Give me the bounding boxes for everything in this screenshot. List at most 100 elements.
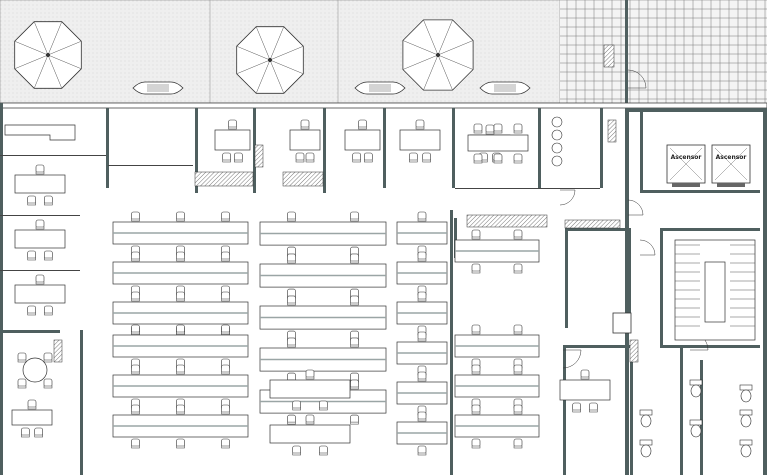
chair (513, 229, 523, 240)
planter (466, 214, 548, 228)
column (254, 144, 264, 168)
chair (287, 211, 296, 222)
chair (513, 404, 523, 415)
umbrella-pole (46, 53, 50, 57)
chair-back (292, 407, 301, 411)
door-swing (627, 199, 644, 216)
elevator-1[interactable]: Ascensor (666, 144, 706, 187)
chair-back (27, 202, 36, 206)
bench (479, 81, 531, 95)
umbrella (236, 26, 304, 94)
chair (131, 438, 140, 449)
chair-back (131, 331, 140, 335)
elevator-2[interactable]: Ascensor (711, 144, 751, 187)
toilet-tank (739, 409, 753, 416)
wall (80, 330, 83, 475)
partition (0, 155, 106, 156)
chair-back (493, 160, 503, 164)
wall (640, 190, 760, 193)
umbrella-rib (437, 19, 453, 56)
chair-back (131, 298, 140, 302)
chair-back (350, 302, 359, 306)
chair-back (176, 445, 185, 449)
umbrella-rib (423, 54, 439, 91)
desk (14, 174, 66, 194)
chair (572, 402, 581, 413)
chair-back (27, 257, 36, 261)
office-desk (269, 414, 351, 456)
chair-back (572, 409, 581, 413)
wall (565, 228, 568, 328)
umbrella-rib (14, 54, 49, 70)
chair-back (422, 159, 431, 163)
office-desk (14, 219, 66, 261)
chair (228, 119, 237, 130)
chair (287, 337, 296, 348)
wall (563, 345, 566, 475)
chair (473, 153, 483, 164)
chair (493, 123, 503, 134)
chair-back (43, 359, 53, 363)
chair-back (131, 411, 140, 415)
chair-back (27, 312, 36, 316)
chair (176, 438, 185, 449)
chair (513, 263, 523, 274)
chair-back (352, 159, 361, 163)
chair (358, 119, 367, 130)
chair-back (176, 371, 185, 375)
chair (221, 438, 230, 449)
chair-back (131, 258, 140, 262)
chair-back (221, 218, 230, 222)
stool (551, 142, 563, 154)
bench-outline (354, 81, 406, 95)
desk (214, 129, 251, 151)
elevator-label: Ascensor (671, 154, 702, 161)
umbrella-rib (269, 45, 304, 61)
desk (559, 379, 611, 401)
chair-back (513, 331, 523, 335)
umbrella-rib (437, 40, 474, 56)
umbrella-rib (269, 26, 285, 61)
chair-back (305, 421, 315, 425)
planter (282, 171, 324, 187)
chair (27, 195, 36, 206)
partition (0, 215, 80, 216)
wall (383, 108, 386, 188)
chair-back (305, 159, 315, 163)
chair-back (513, 160, 523, 164)
toilet (739, 439, 753, 458)
chair-back (221, 371, 230, 375)
chair (471, 404, 481, 415)
chair-back (17, 385, 27, 389)
chair (287, 414, 296, 425)
wall (195, 108, 198, 193)
chair-back (493, 130, 503, 134)
chair (44, 195, 53, 206)
chair-back (44, 257, 53, 261)
toilet-tank (689, 419, 703, 426)
wall (450, 210, 453, 475)
chair (417, 371, 427, 382)
workstation-cluster (454, 229, 540, 274)
chair (292, 400, 301, 411)
chair (417, 251, 427, 262)
wall (452, 108, 455, 188)
umbrella (402, 19, 474, 91)
umbrella-rib (437, 54, 474, 70)
bench (132, 81, 184, 95)
chair-back (417, 298, 427, 302)
umbrella-rib (33, 54, 49, 89)
chair-back (471, 445, 481, 449)
chair-back (471, 331, 481, 335)
toilet-bowl (640, 414, 652, 428)
chair (27, 250, 36, 261)
chair-back (471, 411, 481, 415)
bench-outline (479, 81, 531, 95)
door-swing (559, 189, 576, 206)
chair (513, 153, 523, 164)
planter (564, 219, 621, 229)
chair-back (513, 130, 523, 134)
chair-back (27, 406, 37, 410)
chair (234, 152, 243, 163)
chair-back (350, 218, 359, 222)
